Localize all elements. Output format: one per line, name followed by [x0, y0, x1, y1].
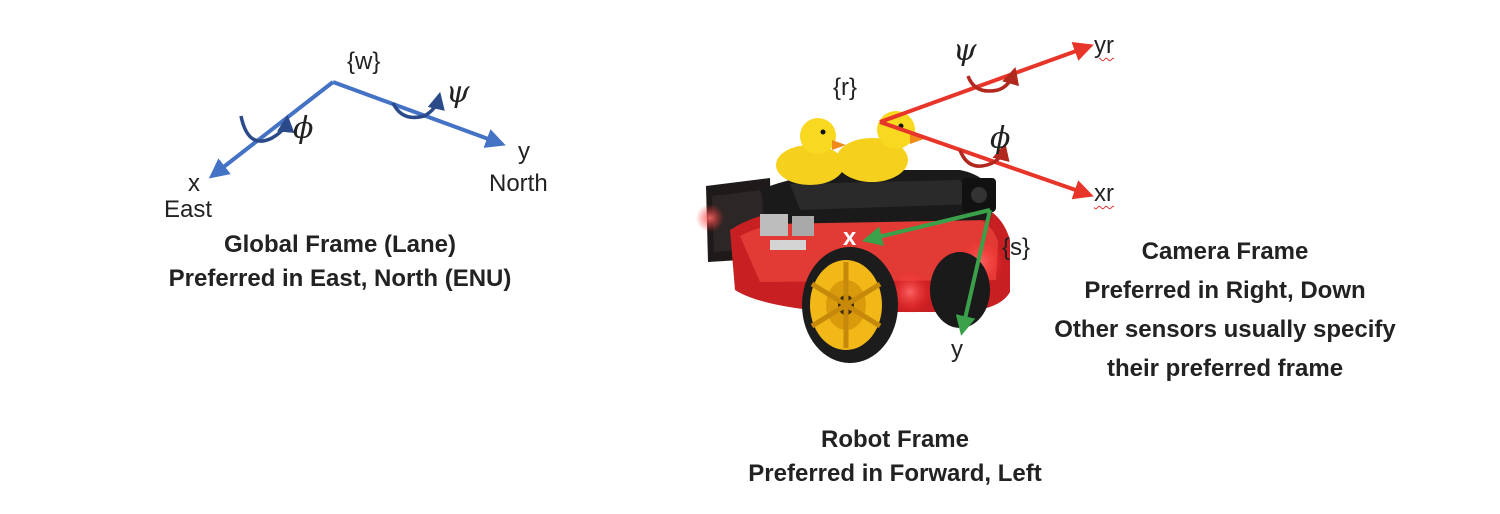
camera-frame-line3: their preferred frame	[1106, 355, 1344, 382]
duck-left	[776, 118, 846, 185]
robot-frame-subtitle: Preferred in Forward, Left	[748, 460, 1042, 487]
global-origin-label: {w}	[347, 48, 381, 75]
camera-frame-line1: Preferred in Right, Down	[1084, 277, 1366, 304]
camera-x-axis	[862, 208, 991, 246]
robot-yr-axis	[879, 42, 1094, 124]
camera-y-axis	[955, 209, 992, 336]
camera-y-label: y	[951, 336, 963, 363]
robot-roll-symbol: ϕ	[990, 121, 1011, 156]
robot-xr-axis	[879, 120, 1094, 200]
robot-frame-title: Robot Frame	[820, 426, 969, 453]
global-x-label: x	[188, 170, 200, 197]
camera-frame-title: Camera Frame	[1141, 238, 1309, 265]
camera-frame-axes	[862, 208, 992, 336]
global-y-direction: North	[489, 170, 548, 197]
global-roll-arc-icon	[239, 114, 295, 143]
global-yaw-arc-icon	[391, 91, 445, 120]
global-frame-caption: Global Frame (Lane) Preferred in East, N…	[130, 228, 550, 296]
global-x-direction: East	[164, 196, 213, 223]
camera-frame-line2: Other sensors usually specify	[1054, 316, 1396, 343]
robot-roll-arc-icon	[958, 142, 1010, 168]
camera-x-label: x	[843, 224, 857, 251]
global-roll-symbol: ϕ	[293, 111, 314, 146]
robot-xr-label: xr	[1094, 180, 1114, 207]
global-frame-title: Global Frame (Lane)	[223, 231, 457, 258]
global-frame-axes	[208, 80, 506, 179]
robot-yaw-arc-icon	[966, 66, 1020, 93]
camera-origin-label: {s}	[1002, 234, 1031, 261]
global-y-label: y	[518, 138, 530, 165]
robot-yaw-symbol: ψ	[953, 33, 977, 68]
robot-frame-axes	[879, 42, 1094, 200]
global-yaw-symbol: ψ	[446, 75, 470, 110]
robot-origin-label: {r}	[833, 74, 858, 101]
camera-frame-caption: Camera Frame Preferred in Right, Down Ot…	[1020, 232, 1430, 388]
robot-frame-caption: Robot Frame Preferred in Forward, Left	[690, 423, 1100, 491]
global-frame-subtitle: Preferred in East, North (ENU)	[168, 265, 512, 292]
robot-yr-label: yr	[1094, 32, 1114, 59]
global-x-axis	[208, 80, 335, 179]
global-y-axis	[332, 80, 506, 148]
